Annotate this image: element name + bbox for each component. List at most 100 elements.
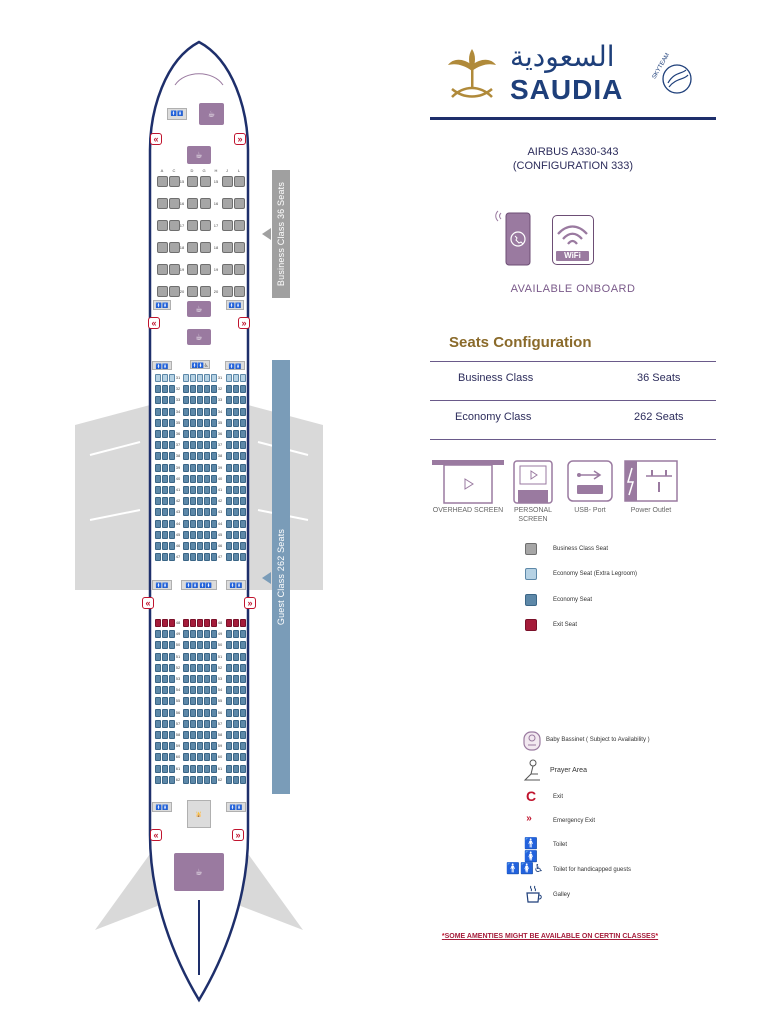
economy-seat: [204, 452, 210, 461]
galley-icon: ☕: [195, 304, 203, 314]
row-number: 39: [175, 464, 181, 470]
economy-seat: [204, 663, 210, 672]
table-rule-top: [430, 361, 716, 362]
business-seat: [222, 264, 233, 275]
economy-seat: [155, 452, 161, 461]
business-seat: [157, 264, 168, 275]
economy-seat: [240, 418, 246, 427]
economy-seat: [240, 441, 246, 450]
economy-seat: [190, 742, 196, 751]
row-number: 31: [217, 375, 223, 380]
economy-seat: [169, 441, 175, 450]
economy-seat: [204, 474, 210, 483]
economy-seat: [197, 430, 203, 438]
economy-seat: [197, 764, 203, 773]
economy-seat: [190, 519, 196, 528]
economy-seat: [211, 708, 217, 717]
legend-toilet: Toilet: [553, 842, 568, 848]
emergency-exit-icon: »: [526, 813, 532, 824]
economy-seat: [226, 719, 232, 728]
row-number: 48: [217, 620, 223, 625]
guest-class-bar: Guest Class 262 Seats: [272, 360, 290, 794]
economy-seat: [183, 775, 189, 784]
economy-seat: [204, 519, 210, 528]
economy-seat: [162, 764, 168, 773]
economy-seat: [190, 719, 196, 728]
economy-seat: [155, 430, 161, 438]
emergency-exit-icon: «: [148, 317, 160, 329]
economy-seat: [162, 742, 168, 751]
economy-seat: [183, 486, 189, 494]
economy-seat: [155, 553, 161, 562]
economy-seat: [211, 396, 217, 405]
toilet: 🚹🚺: [226, 300, 244, 310]
row-number: 20: [213, 289, 219, 294]
economy-seat: [190, 630, 196, 639]
economy-seat: [233, 374, 239, 382]
economy-seat: [226, 497, 232, 506]
economy-seat: [197, 775, 203, 784]
business-seat: [234, 264, 245, 275]
economy-seat: [204, 441, 210, 450]
economy-seat: [204, 374, 210, 382]
business-seat: [234, 220, 245, 231]
available-onboard-label: AVAILABLE ONBOARD: [510, 283, 636, 295]
row-number: 58: [175, 732, 181, 737]
economy-seat: [240, 519, 246, 528]
economy-seat: [211, 497, 217, 506]
business-pointer: [262, 228, 271, 240]
galley-icon: [526, 885, 542, 903]
economy-seat: [155, 385, 161, 394]
economy-seat: [240, 530, 246, 539]
svg-text:SKYTEAM: SKYTEAM: [652, 52, 672, 80]
economy-seat: [233, 530, 239, 539]
row-number: 19: [179, 267, 185, 272]
economy-seat: [204, 508, 210, 517]
row-number: 62: [217, 776, 223, 782]
business-seat: [157, 220, 168, 231]
economy-seat: [169, 719, 175, 728]
economy-seat: [169, 708, 175, 717]
economy-seat: [162, 753, 168, 762]
brand-name: SAUDIA: [510, 74, 624, 105]
economy-seat: [155, 731, 161, 739]
economy-seat: [233, 764, 239, 773]
emergency-exit-icon: «: [150, 133, 162, 145]
economy-seat: [240, 663, 246, 672]
galley-icon: ☕: [195, 150, 203, 160]
economy-seat: [183, 374, 189, 382]
economy-seat: [155, 775, 161, 784]
economy-seat: [155, 542, 161, 550]
economy-seat: [183, 441, 189, 450]
toilet: 🚹🚺: [225, 361, 245, 370]
economy-seat: [240, 619, 246, 627]
economy-seat: [183, 753, 189, 762]
row-number: 34: [175, 408, 181, 414]
economy-seat: [226, 486, 232, 494]
economy-seat: [233, 675, 239, 683]
economy-seat: [240, 396, 246, 405]
economy-seat: [190, 430, 196, 438]
economy-seat: [162, 719, 168, 728]
economy-seat: [155, 474, 161, 483]
economy-seat: [226, 474, 232, 483]
economy-seat: [240, 542, 246, 550]
galley-icon: ☕: [195, 867, 203, 877]
economy-seat: [190, 385, 196, 394]
row-number: 32: [217, 386, 223, 392]
economy-seat: [204, 753, 210, 762]
emergency-exit-icon: «: [142, 597, 154, 609]
economy-seat: [169, 652, 175, 661]
economy-seat: [204, 742, 210, 751]
economy-seat: [155, 463, 161, 472]
economy-seat: [211, 764, 217, 773]
business-seat: [222, 242, 233, 253]
economy-seat: [211, 663, 217, 672]
table-rule-bottom: [430, 439, 716, 440]
economy-seat: [204, 686, 210, 695]
economy-seat: [190, 396, 196, 405]
row-number: 48: [175, 620, 181, 625]
economy-seat: [240, 641, 246, 650]
business-seat: [187, 220, 198, 231]
economy-seat: [240, 474, 246, 483]
